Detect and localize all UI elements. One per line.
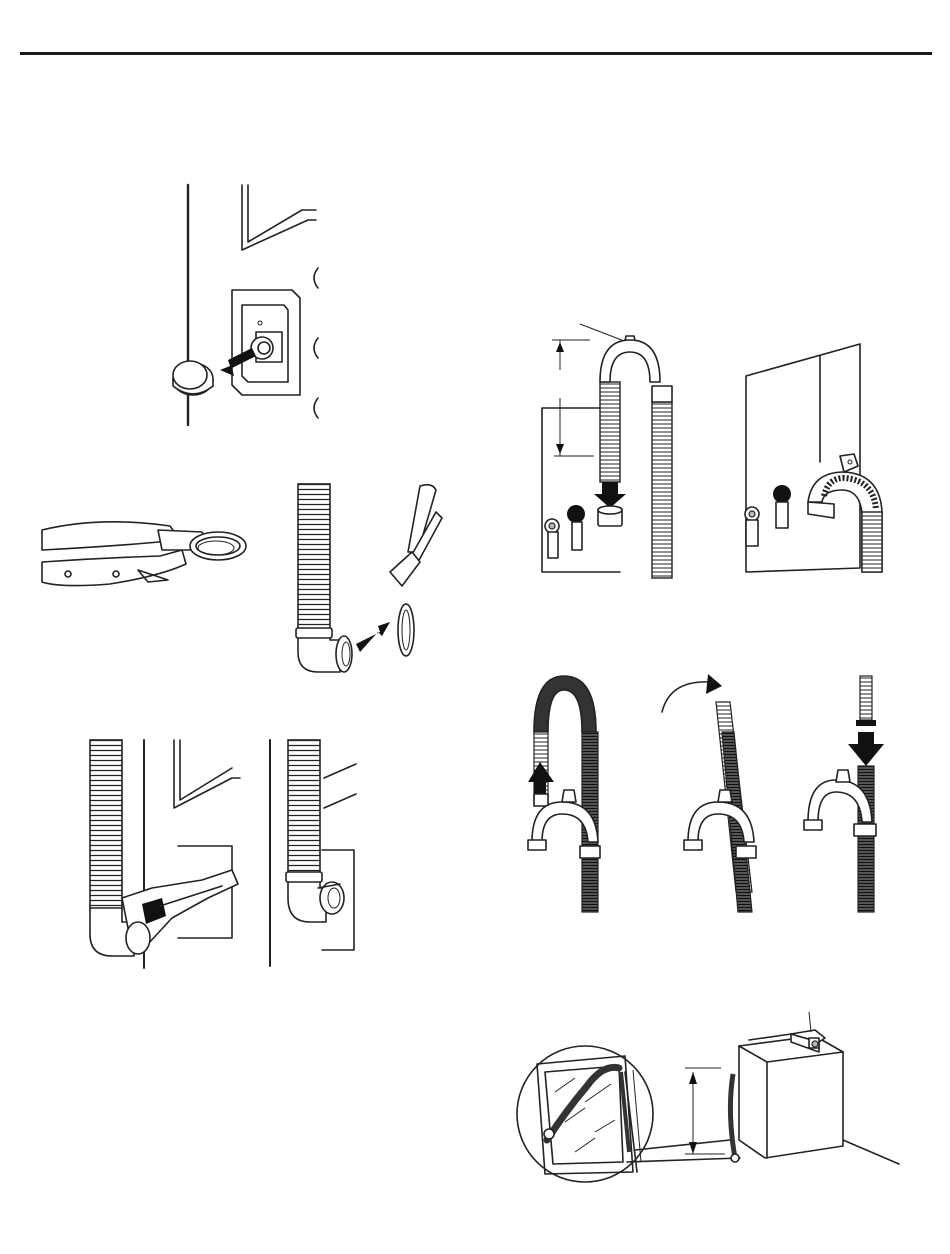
laundry-tub-diagram (742, 342, 892, 582)
cap-removal-diagram (160, 180, 330, 430)
hose-guide-steps-diagram (520, 672, 890, 922)
hose-attached-diagram (266, 738, 366, 968)
hose-elbow-clamp-diagram (290, 482, 450, 682)
pliers-clamp-diagram (40, 498, 260, 598)
header-rule (20, 52, 932, 55)
floor-drain-diagram (515, 1012, 905, 1192)
standpipe-insert-diagram (540, 322, 700, 582)
wrench-connector-diagram (82, 738, 242, 970)
